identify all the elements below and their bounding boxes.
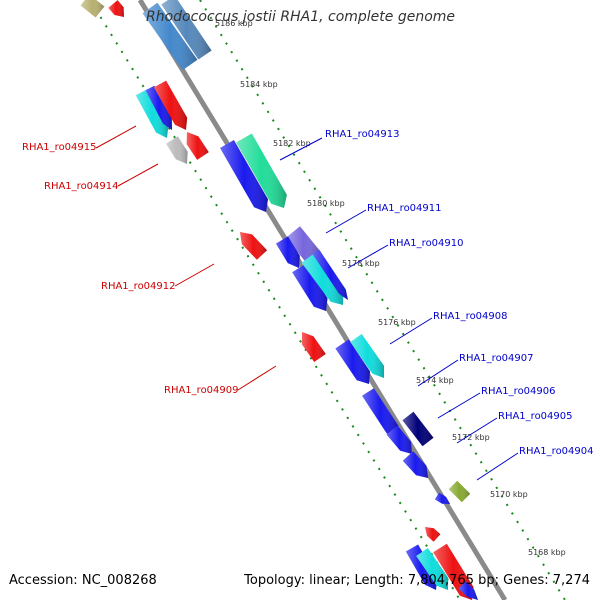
gene-feature-blue-3-shading: [276, 236, 300, 268]
gene-label-leader-line: [237, 365, 277, 391]
gene-labels: RHA1_ro04915RHA1_ro04914RHA1_ro04912RHA1…: [22, 125, 594, 481]
gene-feature-top-olive-shading: [80, 0, 105, 18]
topology-value: linear: [309, 573, 346, 588]
gene-feature-blue-6-shading: [335, 339, 370, 384]
accession-info: Accession: NC_008268: [9, 573, 157, 588]
gene-label-right[interactable]: RHA1_ro04907: [459, 353, 534, 364]
gene-feature-top-red-shading: [108, 0, 124, 17]
gene-feature-blue-11-shading: [405, 544, 438, 590]
gene-features: [80, 0, 478, 600]
gene-feature-top-steel2-shading: [161, 0, 212, 60]
gene-feature-blue-4-shading: [292, 263, 328, 311]
gene-label-leader-line: [417, 359, 459, 387]
length-value: 7,804,765 bp: [407, 573, 495, 588]
scale-tick-label: 5168 kbp: [528, 548, 566, 557]
gene-label-leader-line: [456, 417, 498, 444]
gene-feature-blue-10-shading: [434, 492, 450, 504]
gene-label-left[interactable]: RHA1_ro04914: [44, 181, 119, 192]
gene-feature-cyan-4-shading: [416, 548, 449, 590]
gene-feature-red-5-shading: [425, 527, 441, 542]
gene-label-right[interactable]: RHA1_ro04913: [325, 129, 400, 140]
gene-label-leader-line: [389, 317, 433, 345]
gene-label-leader-line: [347, 244, 389, 269]
gene-label-leader-line: [279, 137, 323, 161]
gene-label-right[interactable]: RHA1_ro04910: [389, 238, 464, 249]
scale-tick-label: 5184 kbp: [240, 80, 278, 89]
gene-feature-purple-1-shading: [286, 226, 321, 264]
gene-label-left[interactable]: RHA1_ro04912: [101, 281, 176, 292]
right-dotted-track: [199, 0, 566, 600]
accession-value: NC_008268: [81, 573, 157, 588]
accession-label: Accession:: [9, 573, 78, 588]
gene-feature-blue-12-shading: [458, 581, 478, 600]
scale-tick-label: 5176 kbp: [378, 318, 416, 327]
scale-tick-label: 5172 kbp: [452, 433, 490, 442]
scale-ticks: 5186 kbp 5184 kbp 5182 kbp 5180 kbp 5178 kbp…: [215, 19, 566, 557]
gene-feature-blue-9-shading: [402, 451, 428, 478]
gene-label-left[interactable]: RHA1_ro04909: [164, 385, 239, 396]
gene-label-leader-line: [437, 392, 481, 419]
genes-label: Genes:: [503, 573, 549, 588]
genome-title: Rhodococcus jostii RHA1, complete genome: [146, 9, 456, 25]
gene-feature-red-4-shading: [301, 332, 326, 362]
length-label: Length:: [354, 573, 404, 588]
gene-feature-blue-5-shading: [312, 249, 348, 300]
gene-feature-blue-7-shading: [362, 388, 399, 438]
gene-feature-red-2-shading: [186, 132, 209, 160]
genome-stats: Topology: linear; Length: 7,804,765 bp; …: [244, 573, 590, 588]
gene-feature-gray-1-shading: [166, 136, 188, 164]
gene-feature-cyan-1-shading: [135, 88, 169, 138]
gene-feature-blue-1-shading: [145, 85, 172, 130]
gene-feature-top-steel-shading: [142, 2, 198, 71]
gene-label-leader-line: [95, 125, 137, 149]
gene-label-right[interactable]: RHA1_ro04904: [519, 446, 594, 457]
scale-tick-label: 5186 kbp: [215, 19, 253, 28]
gene-feature-green-1-shading: [236, 133, 287, 208]
gene-label-leader-line: [325, 209, 367, 234]
scale-tick-label: 5178 kbp: [342, 259, 380, 268]
gene-feature-cyan-3-shading: [350, 334, 384, 378]
gene-label-leader-line: [117, 163, 159, 187]
genes-value: 7,274: [552, 573, 590, 588]
gene-feature-red-1-shading: [153, 80, 188, 130]
gene-label-leader-line: [476, 452, 519, 481]
gene-feature-blue-8-shading: [386, 425, 412, 454]
gene-label-left[interactable]: RHA1_ro04915: [22, 142, 97, 153]
gene-label-right[interactable]: RHA1_ro04905: [498, 411, 573, 422]
scale-tick-label: 5170 kbp: [490, 490, 528, 499]
topology-label: Topology:: [244, 573, 305, 588]
gene-label-right[interactable]: RHA1_ro04911: [367, 203, 442, 214]
gene-feature-blue-2-shading: [220, 140, 268, 212]
scale-tick-label: 5182 kbp: [273, 139, 311, 148]
gene-feature-cyan-2-shading: [301, 253, 344, 305]
gene-label-right[interactable]: RHA1_ro04908: [433, 311, 508, 322]
gene-label-leader-line: [174, 263, 215, 287]
gene-feature-red-3-shading: [240, 232, 268, 260]
scale-tick-label: 5174 kbp: [416, 376, 454, 385]
scale-tick-label: 5180 kbp: [307, 199, 345, 208]
gene-label-right[interactable]: RHA1_ro04906: [481, 386, 556, 397]
left-dotted-track: [89, 0, 461, 600]
gene-feature-navy-1-shading: [402, 411, 434, 447]
gene-feature-olive-1-shading: [448, 480, 471, 503]
